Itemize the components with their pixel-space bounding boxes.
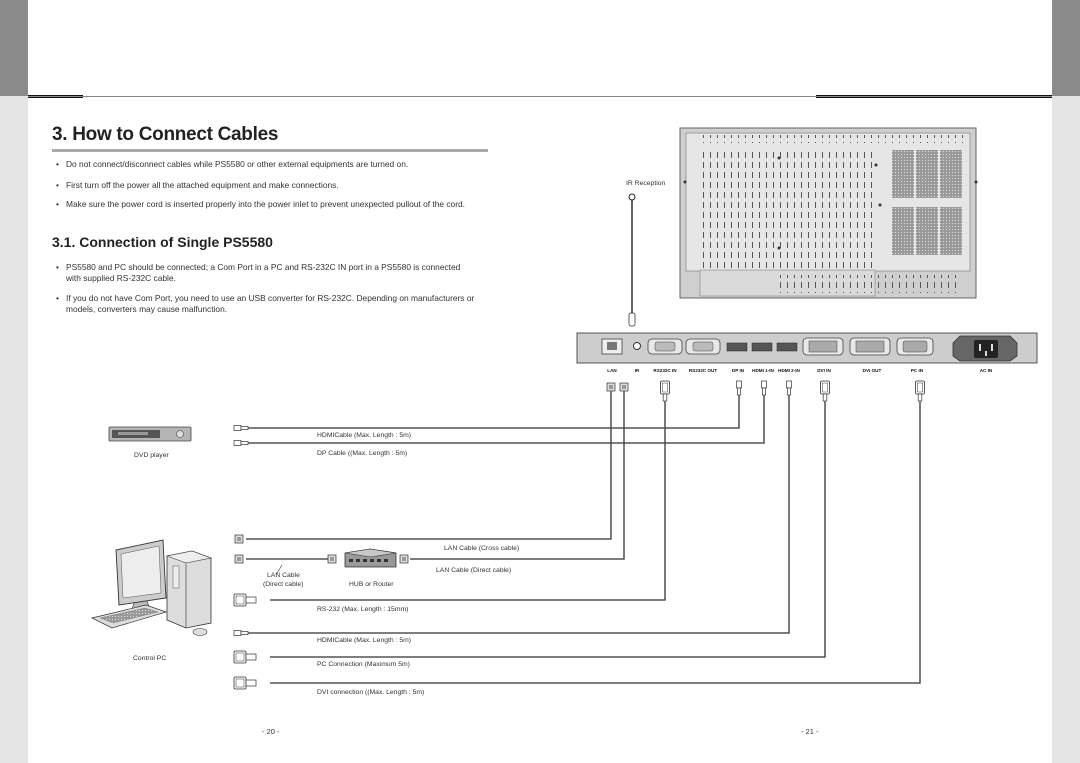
- sub-bullet: PS5580 and PC should be connected; a Com…: [56, 262, 477, 284]
- port-label-dp-in: DP IN: [731, 368, 745, 373]
- right-side-bar: [1052, 0, 1080, 763]
- hub-label: HUB or Router: [349, 581, 394, 588]
- port-label-ir: IR: [634, 368, 640, 373]
- intro-bullet: Do not connect/disconnect cables while P…: [56, 159, 497, 170]
- dvd-player-label: DVD player: [134, 452, 169, 459]
- port-label-dvi-out: DVI OUT: [862, 368, 882, 373]
- cable-label-rs232: RS-232 (Max. Length : 15mm): [317, 606, 409, 613]
- left-side-bar: [0, 0, 28, 763]
- page-number-left: - 20 -: [262, 727, 280, 736]
- page-number-right: - 21 -: [801, 727, 819, 736]
- header-hairline: [28, 96, 1052, 97]
- cable-label-dp: DP Cable ((Max. Length : 5m): [317, 450, 408, 457]
- port-label-rs232c-out: RS232C OUT: [688, 368, 718, 373]
- subsection-title: 3.1. Connection of Single PS5580: [52, 234, 273, 250]
- cable-label-pc-connection: PC Connection (Maximum 5m): [317, 661, 410, 668]
- section-title: 3. How to Connect Cables: [52, 124, 279, 145]
- port-label-dvi-in: DVI IN: [817, 368, 831, 373]
- lan-cable-sublabel: (Direct cable): [263, 581, 304, 588]
- intro-bullet: First turn off the power all the attache…: [56, 180, 497, 191]
- hub-icon: [344, 548, 397, 568]
- lan-cable-label: LAN Cable: [267, 572, 300, 579]
- control-pc-icon: [90, 539, 213, 636]
- port-label-lan: LAN: [607, 368, 617, 373]
- port-label-rs232c-in: RS232C IN: [653, 368, 677, 373]
- dvd-player-icon: [108, 426, 192, 442]
- cable-label-lan-cross: LAN Cable (Cross cable): [444, 545, 520, 552]
- port-label-ac-in: AC IN: [979, 368, 993, 373]
- monitor-rear-view: [679, 127, 978, 299]
- port-label-hdmi2-in: HDMI 2-IN: [778, 368, 800, 373]
- connector-panel: [576, 332, 1038, 364]
- cable-label-dvi-connection: DVI connection ((Max. Length : 5m): [317, 689, 425, 696]
- cable-label-hdmi-dvd: HDMICable (Max. Length : 5m): [317, 432, 412, 439]
- cable-label-hdmi-pc: HDMICable (Max. Length : 5m): [317, 637, 412, 644]
- cable-label-lan-direct: LAN Cable (Direct cable): [436, 567, 512, 574]
- port-label-hdmi1-in: HDMI 1-IN: [752, 368, 774, 373]
- port-label-pc-in: PC IN: [910, 368, 924, 373]
- title-underline: [52, 149, 488, 152]
- control-pc-label: Control PC: [133, 655, 167, 662]
- sub-bullet: If you do not have Com Port, you need to…: [56, 293, 492, 315]
- ir-reception-label: IR Reception: [626, 180, 666, 187]
- intro-bullet: Make sure the power cord is inserted pro…: [56, 199, 497, 210]
